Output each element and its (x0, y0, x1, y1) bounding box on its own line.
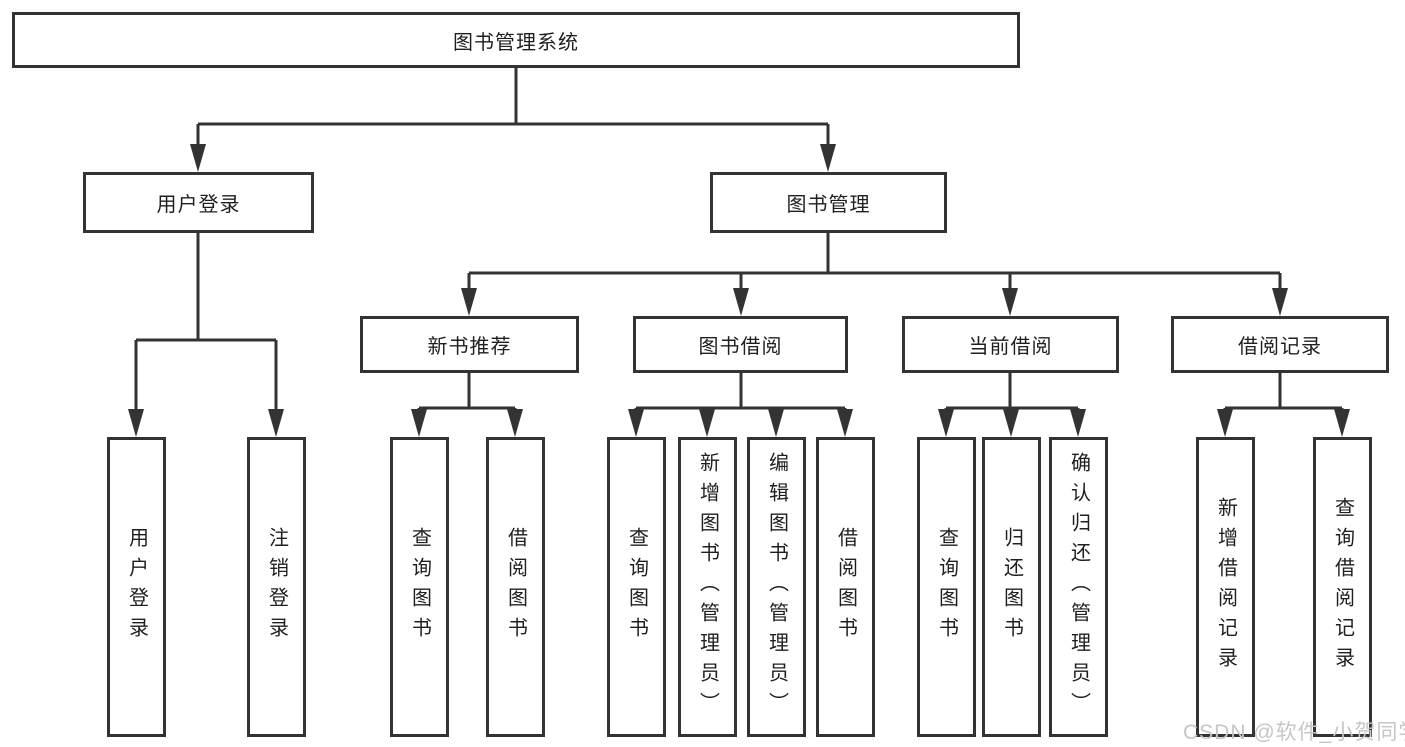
leaf-records-add-borrow-record: 新增借阅记录 (1196, 437, 1255, 737)
arrowhead-leaf-logout (268, 409, 284, 437)
node-user-login: 用户登录 (83, 172, 314, 233)
arrowhead-bb-leaf3 (768, 409, 784, 437)
leaf-label: 编辑图书（管理员） (765, 452, 788, 722)
leaf-label: 注销登录 (265, 527, 288, 647)
leaf-logout: 注销登录 (247, 437, 306, 737)
node-book-borrow: 图书借阅 (633, 316, 848, 373)
leaf-label: 用户登录 (125, 527, 148, 647)
connector-book-borrow-stem (636, 373, 845, 410)
connector-bb-drops (634, 408, 847, 410)
arrowhead-cb-leaf1 (938, 409, 954, 437)
leaf-label: 确认归还（管理员） (1067, 452, 1090, 722)
arrowhead-new-book (461, 288, 477, 316)
connector-borrow-records-stem (1225, 373, 1342, 410)
node-book-management: 图书管理 (710, 172, 947, 233)
connector-new-book-stem (419, 373, 515, 410)
arrowhead-bb-leaf2 (699, 409, 715, 437)
leaf-newbook-query-books: 查询图书 (390, 437, 449, 737)
node-current-borrow: 当前借阅 (902, 316, 1119, 373)
node-borrow-records: 借阅记录 (1171, 316, 1389, 373)
arrowhead-book-borrow (733, 288, 749, 316)
arrowhead-book-mgmt (820, 144, 836, 172)
leaf-label: 新增借阅记录 (1214, 497, 1237, 677)
arrowhead-borrow-records (1272, 288, 1288, 316)
connector-user-login-stem (136, 233, 276, 342)
node-new-book-recommend: 新书推荐 (360, 316, 579, 373)
connector-root-stem (198, 68, 828, 126)
leaf-borrow-edit-books-admin: 编辑图书（管理员） (747, 437, 806, 737)
node-root-system: 图书管理系统 (12, 12, 1020, 68)
leaf-current-confirm-return-admin: 确认归还（管理员） (1049, 437, 1108, 737)
connector-cb-drops (944, 408, 1080, 410)
leaf-current-query-books: 查询图书 (917, 437, 976, 737)
leaf-borrow-add-books-admin: 新增图书（管理员） (678, 437, 737, 737)
connector-book-mgmt-stem (469, 233, 1280, 275)
leaf-label: 借阅图书 (834, 527, 857, 647)
connector-br-drops (1223, 408, 1344, 410)
leaf-label: 归还图书 (1000, 527, 1023, 647)
leaf-label: 查询图书 (935, 527, 958, 647)
leaf-borrow-query-books: 查询图书 (607, 437, 666, 737)
connector-current-borrow-stem (946, 373, 1078, 410)
csdn-watermark: CSDN @软件_小贺同学 (1183, 721, 1405, 744)
arrowhead-nb-leaf2 (507, 409, 523, 437)
leaf-label: 查询图书 (625, 527, 648, 647)
leaf-user-login: 用户登录 (107, 437, 166, 737)
leaf-current-return-books: 归还图书 (982, 437, 1041, 737)
arrowhead-cb-leaf3 (1070, 409, 1086, 437)
arrowhead-nb-leaf1 (411, 409, 427, 437)
leaf-label: 新增图书（管理员） (696, 452, 719, 722)
arrowhead-br-leaf2 (1334, 409, 1350, 437)
leaf-newbook-borrow-books: 借阅图书 (486, 437, 545, 737)
arrowhead-bb-leaf4 (837, 409, 853, 437)
leaf-label: 查询借阅记录 (1331, 497, 1354, 677)
arrowhead-user-login (190, 144, 206, 172)
arrowhead-br-leaf1 (1217, 409, 1233, 437)
arrowhead-bb-leaf1 (628, 409, 644, 437)
leaf-borrow-borrow-books: 借阅图书 (816, 437, 875, 737)
leaf-label: 查询图书 (408, 527, 431, 647)
leaf-records-query-borrow-record: 查询借阅记录 (1313, 437, 1372, 737)
arrowhead-current-borrow (1002, 288, 1018, 316)
arrowhead-leaf-user-login (128, 409, 144, 437)
arrowhead-cb-leaf2 (1003, 409, 1019, 437)
leaf-label: 借阅图书 (504, 527, 527, 647)
